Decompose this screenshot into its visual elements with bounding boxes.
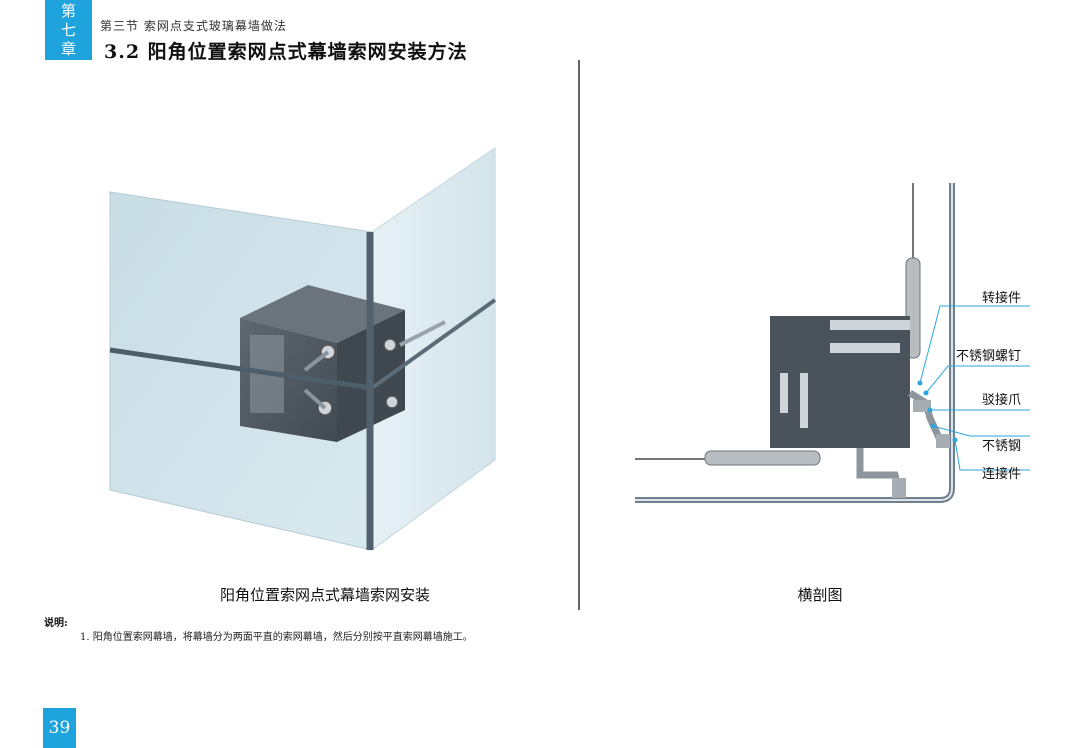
callout-adapter: 转接件 bbox=[982, 290, 1021, 306]
page-title: 3.2 阳角位置索网点式幕墙索网安装方法 bbox=[104, 41, 468, 63]
callout-connector: 连接件 bbox=[982, 466, 1021, 482]
fitting bbox=[383, 338, 397, 352]
notes-heading: 说明: bbox=[44, 618, 68, 629]
horizontal-cable-left bbox=[109, 347, 373, 391]
callout-claw: 驳接爪 bbox=[982, 392, 1021, 408]
right-figure-caption: 横剖图 bbox=[797, 586, 843, 604]
chapter-tab-char: 章 bbox=[60, 39, 76, 58]
page-divider bbox=[578, 60, 580, 610]
corner-glass-illustration bbox=[109, 147, 497, 551]
callout-dots bbox=[917, 380, 958, 443]
cross-section-diagram: 转接件 不锈钢螺钉 驳接爪 不锈钢 连接件 bbox=[635, 183, 1030, 503]
left-figure-caption: 阳角位置索网点式幕墙索网安装 bbox=[219, 586, 430, 604]
horizontal-tensioner bbox=[704, 450, 821, 466]
chapter-tab-char: 七 bbox=[60, 20, 76, 39]
connector-block-top bbox=[240, 285, 405, 343]
horizontal-cable-right bbox=[370, 298, 497, 390]
callout-steel: 不锈钢 bbox=[982, 439, 1021, 454]
chapter-tab: 第 七 章 bbox=[45, 0, 92, 60]
page-number: 39 bbox=[43, 708, 76, 748]
section-label: 第三节 索网点支式玻璃幕墙做法 bbox=[100, 19, 287, 33]
section-block bbox=[770, 316, 910, 448]
fitting bbox=[385, 395, 399, 409]
notes-item: 1. 阳角位置索网幕墙，将幕墙分为两面平直的索网幕墙，然后分别按平直索网幕墙施工… bbox=[80, 632, 473, 643]
adapter bbox=[913, 400, 931, 412]
callout-lines bbox=[919, 305, 1030, 471]
chapter-tab-char: 第 bbox=[60, 1, 76, 20]
spider-arm bbox=[303, 350, 330, 372]
spider-arm bbox=[303, 388, 327, 410]
callout-screw: 不锈钢螺钉 bbox=[956, 349, 1021, 364]
cable-rod-right bbox=[399, 320, 446, 347]
